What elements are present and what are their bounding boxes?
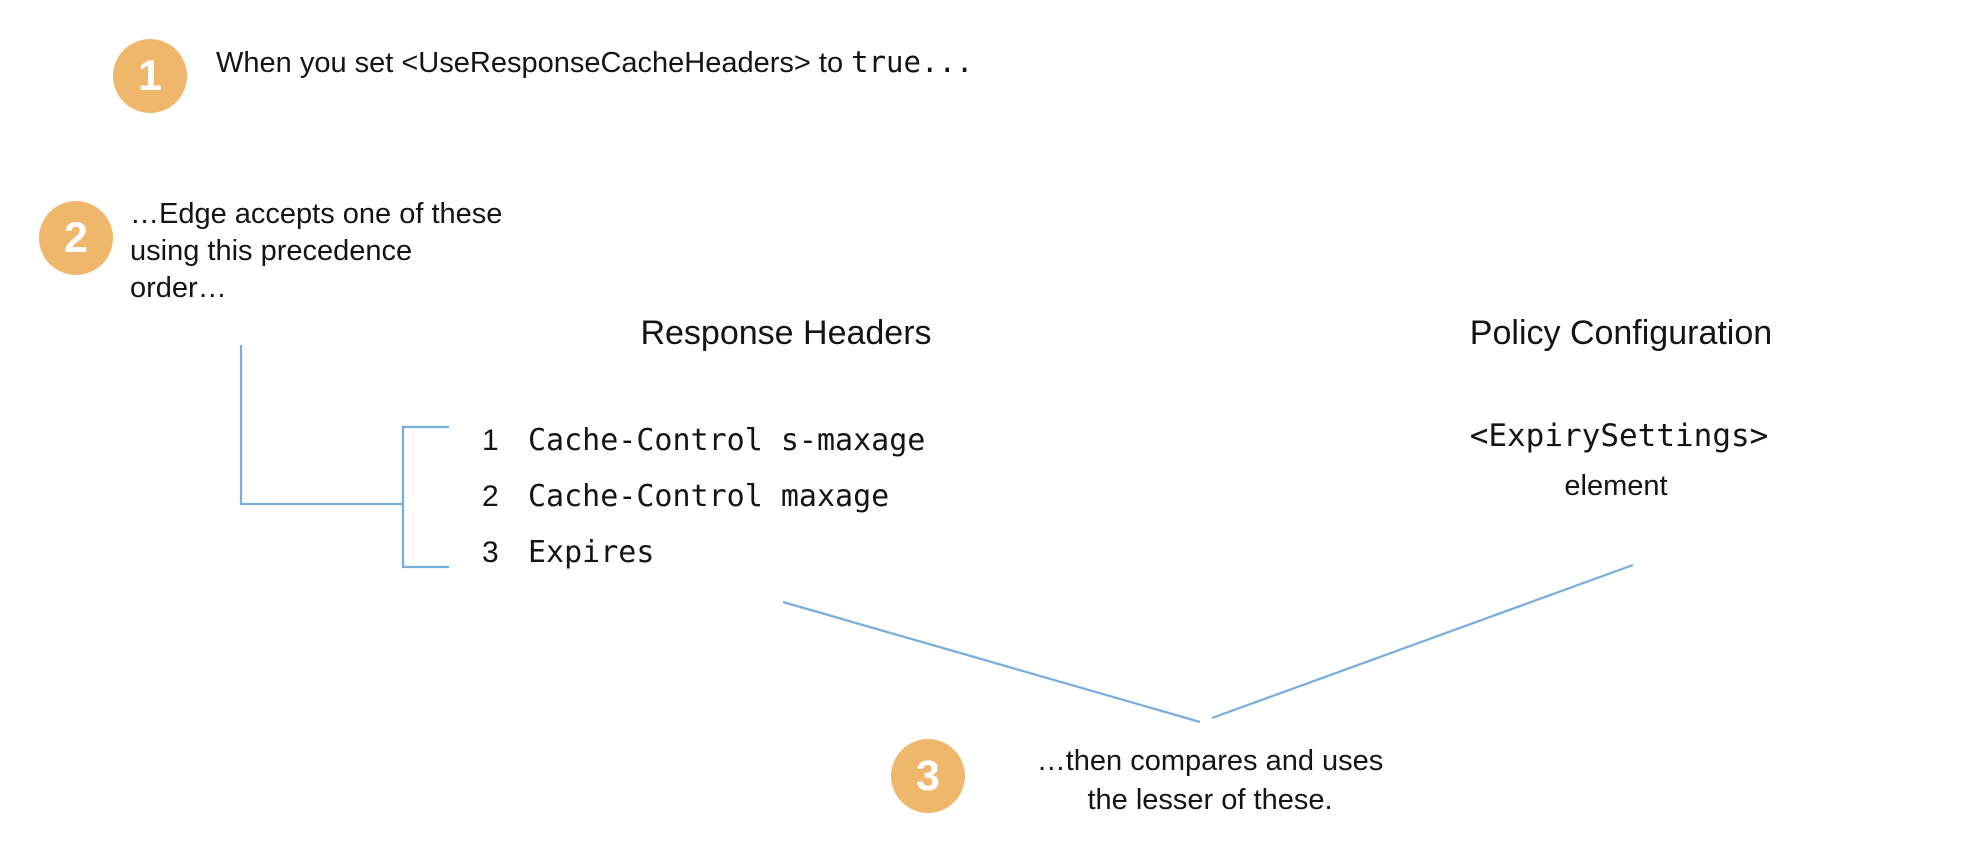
step-2-text: …Edge accepts one of these using this pr… (130, 196, 502, 307)
compare-right-line (1211, 563, 1634, 720)
step-1-number: 1 (138, 51, 162, 100)
header-item-2-order: 2 (482, 480, 499, 513)
step-2-number: 2 (64, 213, 88, 262)
step-3-line-2: the lesser of these. (1087, 784, 1333, 816)
header-item-3-order: 3 (482, 536, 499, 569)
step-1-code-true: true... (851, 45, 974, 79)
step-3-number: 3 (916, 751, 940, 800)
header-item-row: 3 Expires (482, 535, 654, 570)
policy-configuration-title: Policy Configuration (1469, 314, 1773, 352)
header-item-3-value: Expires (528, 535, 655, 570)
step-1-badge: 1 (113, 39, 187, 113)
header-item-2-value: Cache-Control maxage (528, 479, 890, 514)
step2-connector-line (239, 345, 402, 506)
header-item-row: 2 Cache-Control maxage (482, 479, 889, 514)
precedence-bracket (401, 425, 449, 569)
step-2-line-1: …Edge accepts one of these (130, 198, 503, 230)
expiry-settings-label: element (1564, 470, 1668, 502)
step-2-badge: 2 (39, 201, 113, 275)
expiry-settings-code: <ExpirySettings> (1469, 418, 1769, 454)
compare-left-line (782, 600, 1201, 724)
header-item-1-value: Cache-Control s-maxage (528, 423, 926, 458)
step-3-badge: 3 (891, 739, 965, 813)
step-3-text: …then compares and uses the lesser of th… (980, 742, 1440, 820)
header-item-1-order: 1 (482, 424, 499, 457)
response-headers-title: Response Headers (640, 314, 932, 352)
step-3-line-1: …then compares and uses (1036, 745, 1384, 777)
step-2-line-3: order… (130, 272, 227, 304)
step-1-text-prefix: When you set <UseResponseCacheHeaders> t… (216, 47, 852, 79)
step-1-text: When you set <UseResponseCacheHeaders> t… (216, 44, 973, 82)
header-item-row: 1 Cache-Control s-maxage (482, 423, 925, 458)
step-2-line-2: using this precedence (130, 235, 413, 267)
